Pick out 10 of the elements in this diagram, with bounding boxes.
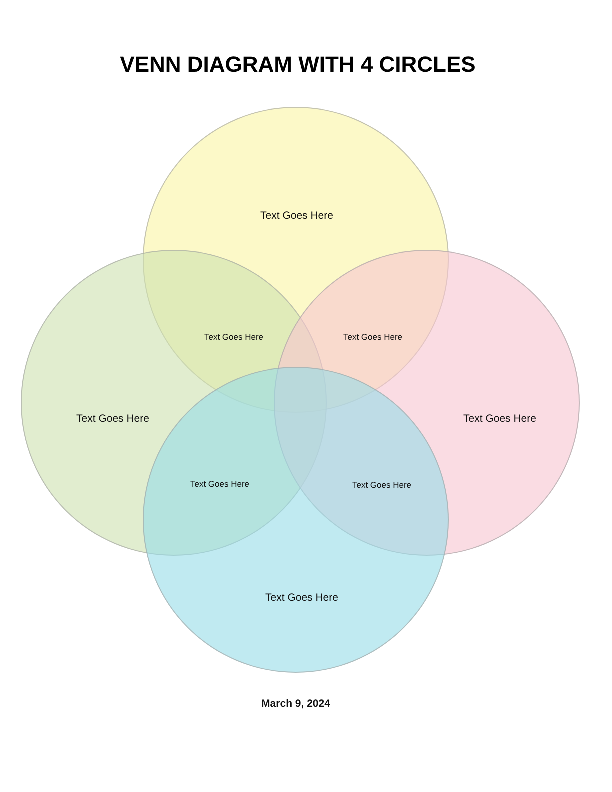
circle-label: Text Goes Here	[464, 413, 536, 425]
circle-label: Text Goes Here	[266, 592, 338, 604]
overlap-label: Text Goes Here	[343, 332, 403, 342]
circle-label: Text Goes Here	[76, 413, 150, 425]
date: March 9, 2024	[262, 698, 330, 710]
overlap-label: Text Goes Here	[190, 479, 250, 489]
overlap-label: Text Goes Here	[204, 332, 264, 342]
circle-label: Text Goes Here	[260, 210, 334, 222]
title: VENN DIAGRAM WITH 4 CIRCLES	[119, 52, 477, 78]
overlap-label: Text Goes Here	[352, 480, 412, 490]
